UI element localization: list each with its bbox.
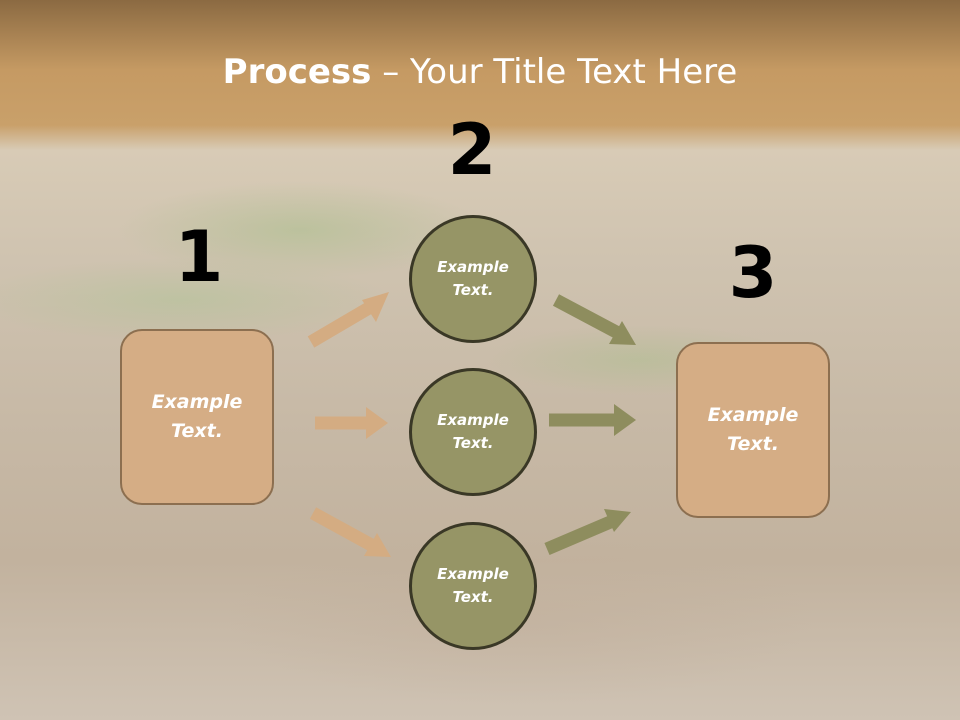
- step-number-1: 1: [174, 216, 224, 298]
- circle-middle: Example Text.: [409, 368, 537, 496]
- title-rest: Your Title Text Here: [410, 52, 738, 92]
- left-box: Example Text.: [120, 329, 274, 505]
- arrow-from-top: [552, 294, 636, 345]
- circle-middle-text: Example Text.: [437, 411, 509, 452]
- right-box-text: Example Text.: [707, 404, 799, 455]
- right-box: Example Text.: [676, 342, 830, 518]
- title-bold: Process: [222, 52, 372, 92]
- arrow-to-middle: [315, 407, 388, 439]
- title-dash: –: [371, 52, 411, 92]
- arrow-to-bottom: [309, 507, 391, 557]
- step-number-2: 2: [447, 109, 497, 191]
- arrow-to-top: [307, 292, 389, 348]
- circle-bottom-text: Example Text.: [437, 565, 509, 606]
- circle-top-text: Example Text.: [437, 258, 509, 299]
- circle-top: Example Text.: [409, 215, 537, 343]
- arrow-from-middle: [549, 404, 636, 436]
- left-box-text: Example Text.: [151, 391, 243, 442]
- arrow-from-bottom: [544, 509, 631, 555]
- page-title: Process – Your Title Text Here: [0, 52, 960, 92]
- step-number-3: 3: [728, 232, 778, 314]
- circle-bottom: Example Text.: [409, 522, 537, 650]
